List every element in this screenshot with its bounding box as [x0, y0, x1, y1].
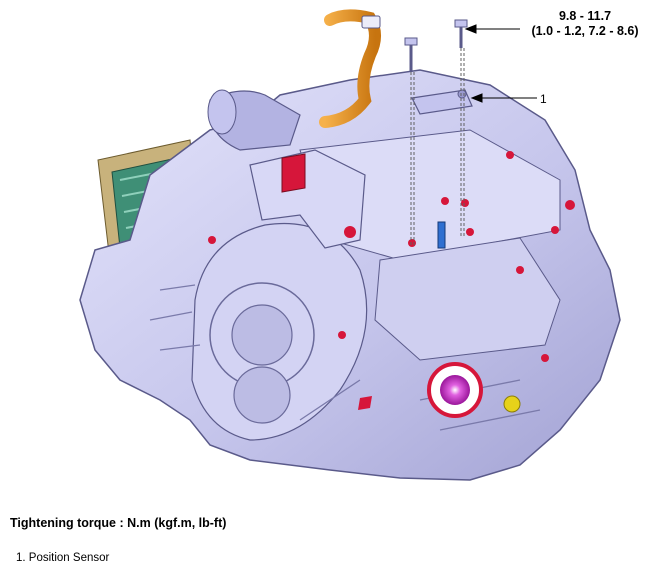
torque-value-alt-units: (1.0 - 1.2, 7.2 - 8.6)	[531, 24, 639, 38]
leader-arrow	[464, 24, 537, 103]
torque-caption: Tightening torque : N.m (kgf.m, lb-ft)	[10, 516, 227, 530]
bolt-bosses	[208, 151, 575, 410]
transaxle-diagram	[79, 9, 621, 481]
torque-value-nm: 9.8 - 11.7	[558, 9, 612, 23]
bolt-icon	[404, 19, 468, 72]
position-sensor-pin	[437, 221, 446, 249]
legend-item-position-sensor: 1. Position Sensor	[16, 552, 110, 564]
mount-bracket	[249, 149, 366, 249]
installation-guide-lines	[410, 48, 465, 245]
breather-hose	[319, 9, 381, 128]
transaxle-housing	[79, 69, 621, 481]
differential-seal	[427, 362, 521, 418]
position-sensor-callout-number: 1	[540, 92, 547, 106]
torque-callout: 9.8 - 11.7 (1.0 - 1.2, 7.2 - 8.6)	[510, 9, 660, 39]
